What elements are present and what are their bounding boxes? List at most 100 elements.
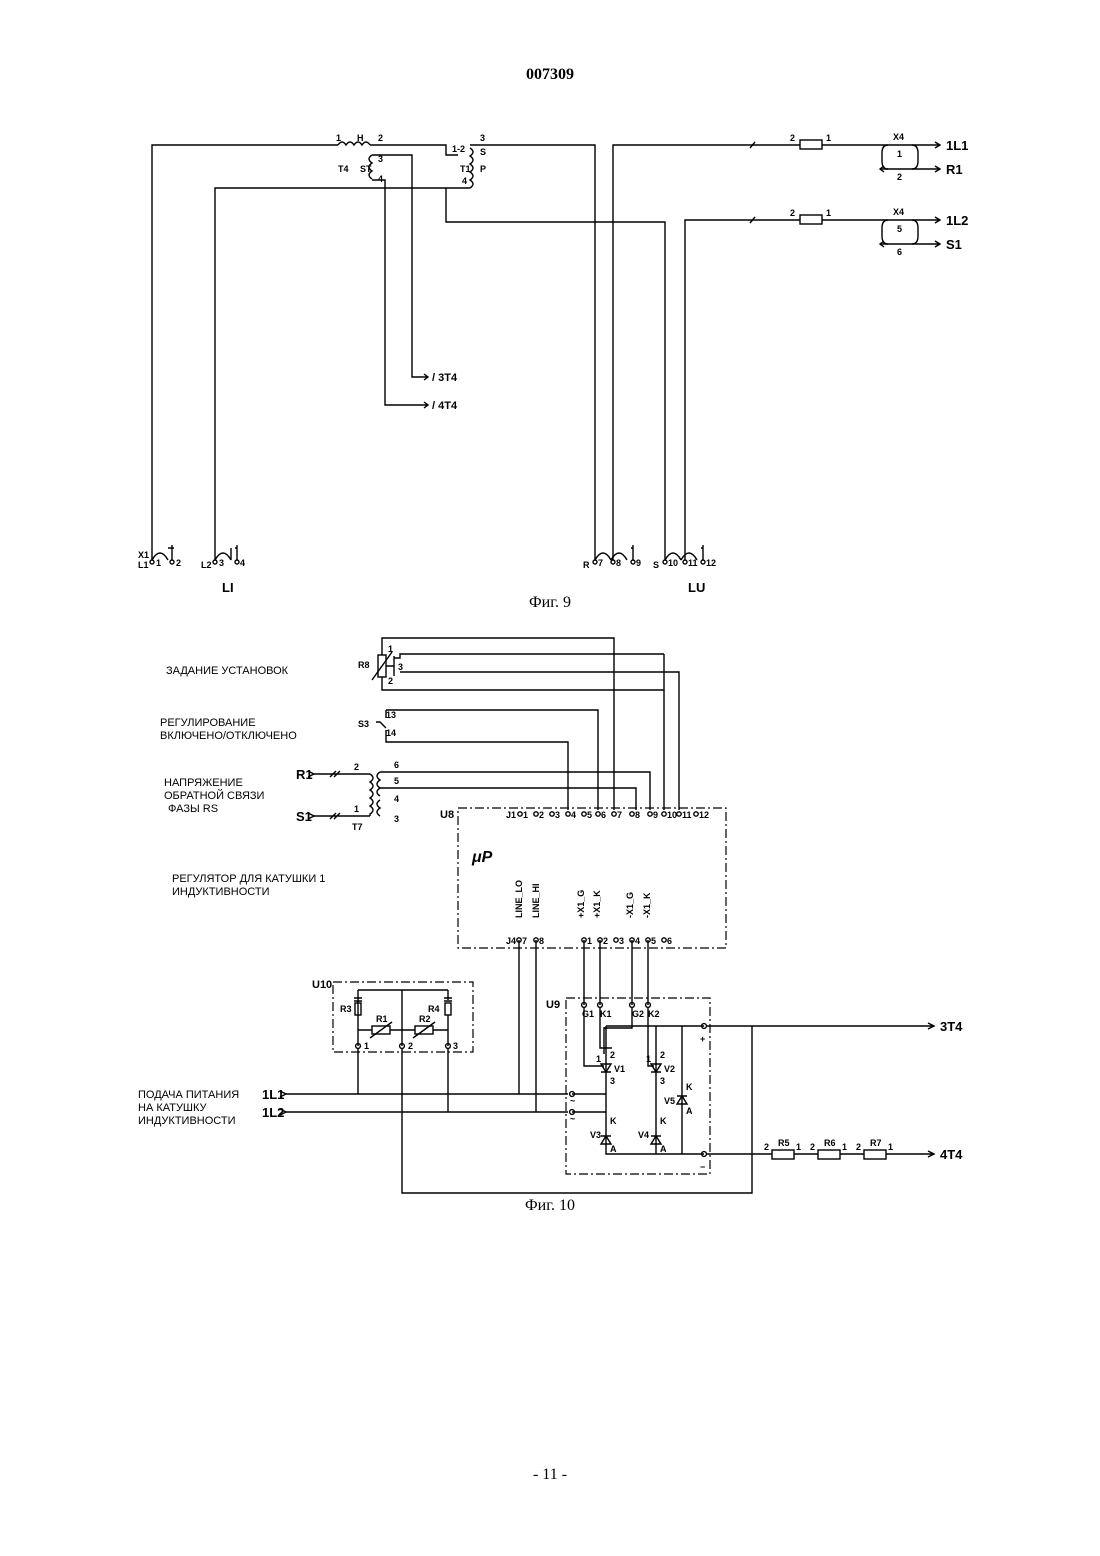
j1-pin-7-label: 7	[617, 810, 622, 820]
controller-u8: U8 μP J1 123456789101112 J4 78123456 LIN…	[440, 808, 726, 948]
g2-label: G2	[632, 1009, 644, 1019]
j4-pin-6-terminal	[662, 938, 666, 942]
output-lines: 2 R5 1 2 R6 1 2 R7 1 3T4 4T4	[706, 1019, 963, 1162]
figure-10-caption: Фиг. 10	[450, 1197, 650, 1215]
j1-pin-4-label: 4	[571, 810, 576, 820]
u10-pin-2: 2	[408, 1041, 413, 1051]
r5-pin-2: 2	[764, 1142, 769, 1152]
j4-pin-8-label: 8	[539, 936, 544, 946]
j1-pin-11-terminal	[677, 812, 681, 816]
t1-pin-3: 3	[480, 133, 485, 143]
t7-pin-1: 1	[354, 804, 359, 814]
supply-lines: 1L1 1L2	[262, 1026, 752, 1193]
k1-label: K1	[600, 1009, 612, 1019]
r8-pin-3: 3	[398, 662, 403, 672]
v2-pin-2: 2	[660, 1050, 665, 1060]
out-3t4-label: / 3T4	[432, 372, 458, 384]
x1-k-minus-label: -X1_K	[642, 892, 652, 918]
t7-label: T7	[352, 822, 363, 832]
j1-pin-10-terminal	[662, 812, 666, 816]
j1-pin-6-terminal	[596, 812, 600, 816]
desc-feedback-2: ОБРАТНОЙ СВЯЗИ	[164, 789, 264, 802]
j1-pin-1-label: 1	[523, 810, 528, 820]
out-1l2-label: 1L2	[946, 213, 968, 228]
s3-label: S3	[358, 719, 369, 729]
x1-label: X1	[138, 550, 149, 560]
line-hi-label: LINE_HI	[531, 883, 541, 918]
transformer-t1: 1-2 3 S T1 P 4	[215, 133, 665, 560]
j4-pin-1-label: 1	[587, 936, 592, 946]
ac-terminal-2: ~	[570, 1114, 575, 1124]
desc-feedback-1: НАПРЯЖЕНИЕ	[164, 777, 243, 789]
desc-settings: ЗАДАНИЕ УСТАНОВОК	[166, 665, 289, 677]
desc-controller-1: РЕГУЛЯТОР ДЛЯ КАТУШКИ 1	[172, 873, 325, 885]
x4a-pin-1: 1	[897, 149, 902, 159]
x4a-label: X4	[893, 132, 904, 142]
l2-label: L2	[201, 560, 212, 570]
j1-pin-4-terminal	[566, 812, 570, 816]
terminal-9: 9	[636, 558, 641, 568]
r8-pin-1: 1	[388, 644, 393, 654]
j1-label: J1	[506, 810, 516, 820]
t1-s-label: S	[480, 147, 486, 157]
u9-label: U9	[546, 999, 560, 1011]
fuse2-pin-1: 1	[826, 208, 831, 218]
desc-regulation-2: ВКЛЮЧЕНО/ОТКЛЮЧЕНО	[160, 730, 297, 742]
r6-label: R6	[824, 1138, 836, 1148]
out-4t4-label: / 4T4	[432, 400, 458, 412]
r7-pin-2: 2	[856, 1142, 861, 1152]
varistor-block-u10: U10 R3 R4 R1 R2 1 2 3	[312, 979, 473, 1052]
r6-pin-2: 2	[810, 1142, 815, 1152]
terminal-block-lu: R 7 8 9 S 10 11 12 LU	[583, 545, 716, 595]
j1-pin-12-label: 12	[699, 810, 709, 820]
v3-k-label: K	[610, 1116, 617, 1126]
t4-pin-3: 3	[378, 154, 383, 164]
j4-pin-3-label: 3	[619, 936, 624, 946]
out-1l1-label: 1L1	[946, 138, 968, 153]
v2-pin-1: 1	[646, 1054, 651, 1064]
j4-pin-4-label: 4	[635, 936, 640, 946]
transformer-t4: 1 H 2 3 ST T4 4	[152, 133, 458, 560]
desc-supply-1: ПОДАЧА ПИТАНИЯ	[138, 1089, 239, 1101]
s3-pin-14: 14	[386, 728, 396, 738]
x4b-label: X4	[893, 207, 904, 217]
v5-k-label: K	[686, 1082, 693, 1092]
j1-pin-10-label: 10	[667, 810, 677, 820]
u10-pin-1: 1	[364, 1041, 369, 1051]
j1-pin-6-label: 6	[601, 810, 606, 820]
v1-label: V1	[614, 1064, 625, 1074]
desc-feedback-3: ФАЗЫ RS	[168, 803, 218, 815]
t7-pin-3: 3	[394, 814, 399, 824]
lu-label: LU	[688, 580, 705, 595]
potentiometer-r8: R8 1 3 2	[358, 638, 679, 810]
v1-pin-1: 1	[596, 1054, 601, 1064]
terminal-7: 7	[598, 558, 603, 568]
terminal-3: 3	[219, 558, 224, 568]
terminal-block-li: X1 L1 1 2 L2 3 4 LI	[138, 545, 245, 595]
j4-pin-3-terminal	[614, 938, 618, 942]
j1-pin-7-terminal	[612, 812, 616, 816]
t7-input-r1: R1	[296, 767, 313, 782]
t4-pin-4: 4	[378, 174, 383, 184]
j4-label: J4	[506, 936, 516, 946]
j4-pin-7-label: 7	[522, 936, 527, 946]
v2-label: V2	[664, 1064, 675, 1074]
r8-label: R8	[358, 660, 370, 670]
output-3t4-label: 3T4	[940, 1019, 963, 1034]
out-s1-label: S1	[946, 237, 962, 252]
j4-pin-2-label: 2	[603, 936, 608, 946]
v5-label: V5	[664, 1096, 675, 1106]
j4-pin-5-label: 5	[651, 936, 656, 946]
t4-h-label: H	[357, 133, 364, 143]
j1-pin-12-terminal	[694, 812, 698, 816]
input-1l1-label: 1L1	[262, 1087, 284, 1102]
terminal-4: 4	[240, 558, 245, 568]
t1-pin-4: 4	[462, 176, 467, 186]
terminal-1: 1	[156, 558, 161, 568]
terminal-8: 8	[616, 558, 621, 568]
output-4t4-label: 4T4	[940, 1147, 963, 1162]
desc-regulation-1: РЕГУЛИРОВАНИЕ	[160, 717, 256, 729]
terminal-11: 11	[688, 558, 698, 568]
j1-pin-9-terminal	[648, 812, 652, 816]
t7-pin-5: 5	[394, 776, 399, 786]
